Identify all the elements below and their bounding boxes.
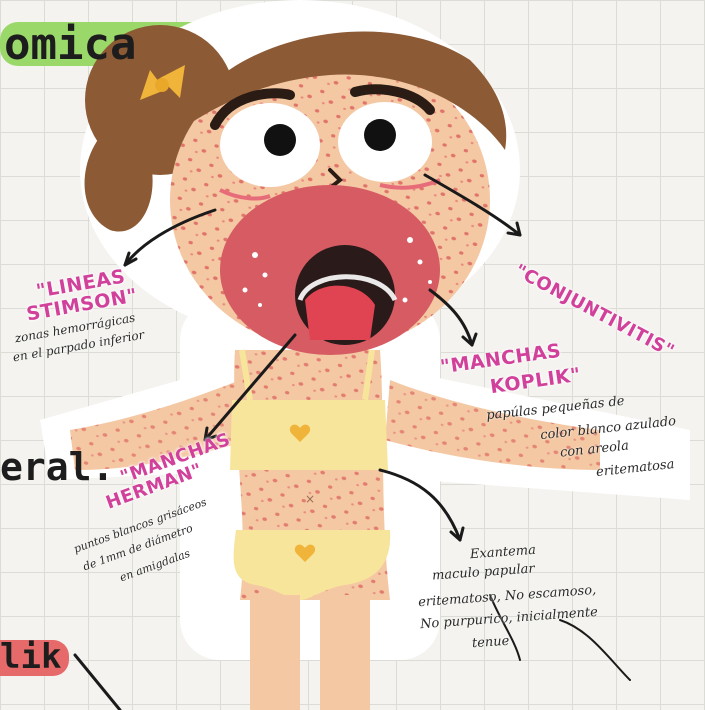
navel-icon: × (305, 492, 315, 506)
left-bottom-word: lik (0, 640, 69, 676)
left-word: eral. (0, 448, 114, 488)
open-mouth (220, 185, 440, 355)
title-fragment: omica (4, 22, 136, 68)
exantema-desc-5: tenue (472, 635, 510, 651)
